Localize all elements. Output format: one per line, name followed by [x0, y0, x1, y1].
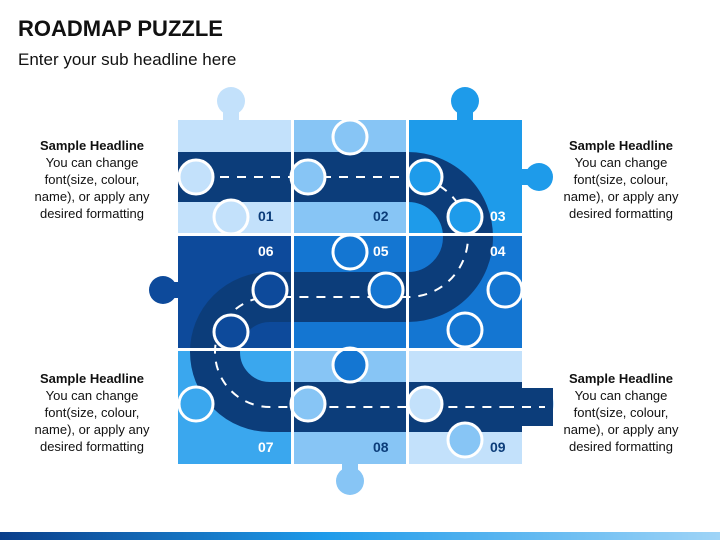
knob: [446, 421, 484, 459]
knob: [251, 271, 289, 309]
note-line: You can change: [45, 155, 139, 170]
note-line: You can change: [574, 388, 668, 403]
knob: [289, 158, 327, 196]
puzzle-knobs: [177, 118, 524, 459]
label-04: 04: [490, 243, 506, 259]
knob: [406, 158, 444, 196]
label-03: 03: [490, 208, 506, 224]
label-06: 06: [258, 243, 274, 259]
knob: [177, 158, 215, 196]
knob: [486, 271, 524, 309]
note-headline: Sample Headline: [568, 371, 674, 386]
knob: [212, 313, 250, 351]
note-top-right: Sample Headline You can change font(size…: [546, 137, 696, 222]
tab-left-06-neck: [166, 282, 182, 298]
note-line: font(size, colour,: [44, 405, 140, 420]
note-top-left: Sample Headline You can change font(size…: [17, 137, 167, 222]
label-01: 01: [258, 208, 274, 224]
knob: [177, 385, 215, 423]
note-headline: Sample Headline: [39, 371, 145, 386]
note-line: name), or apply any: [34, 422, 150, 437]
label-02: 02: [373, 208, 389, 224]
note-headline: Sample Headline: [39, 138, 145, 153]
note-line: desired formatting: [568, 206, 674, 221]
note-line: You can change: [574, 155, 668, 170]
note-line: font(size, colour,: [573, 172, 669, 187]
note-headline: Sample Headline: [568, 138, 674, 153]
note-bottom-left: Sample Headline You can change font(size…: [17, 370, 167, 455]
label-09: 09: [490, 439, 506, 455]
puzzle-seams: [173, 115, 527, 469]
page-subtitle: Enter your sub headline here: [18, 50, 237, 69]
label-05: 05: [373, 243, 389, 259]
knob: [406, 385, 444, 423]
note-line: name), or apply any: [34, 189, 150, 204]
note-line: desired formatting: [568, 439, 674, 454]
knob: [212, 198, 250, 236]
knob: [331, 233, 369, 271]
road-dash-bottom: [214, 296, 522, 408]
knob: [331, 118, 369, 156]
label-07: 07: [258, 439, 274, 455]
note-line: desired formatting: [39, 439, 145, 454]
bottom-accent-bar: [0, 532, 720, 540]
knob: [446, 198, 484, 236]
tab-right-03-neck: [518, 169, 534, 185]
label-08: 08: [373, 439, 389, 455]
knob: [331, 346, 369, 384]
piece-labels: 01 02 03 06 05 04 07 08 09: [258, 208, 506, 455]
page-title: ROADMAP PUZZLE: [18, 16, 223, 41]
note-line: font(size, colour,: [44, 172, 140, 187]
tab-top-03-neck: [457, 106, 473, 122]
note-line: You can change: [45, 388, 139, 403]
knob: [289, 385, 327, 423]
knob: [367, 271, 405, 309]
tab-top-01-neck: [223, 106, 239, 122]
note-bottom-right: Sample Headline You can change font(size…: [546, 370, 696, 455]
note-line: name), or apply any: [563, 189, 679, 204]
note-line: name), or apply any: [563, 422, 679, 437]
note-line: desired formatting: [39, 206, 145, 221]
tab-bottom-08-neck: [342, 462, 358, 478]
note-line: font(size, colour,: [573, 405, 669, 420]
knob: [446, 311, 484, 349]
